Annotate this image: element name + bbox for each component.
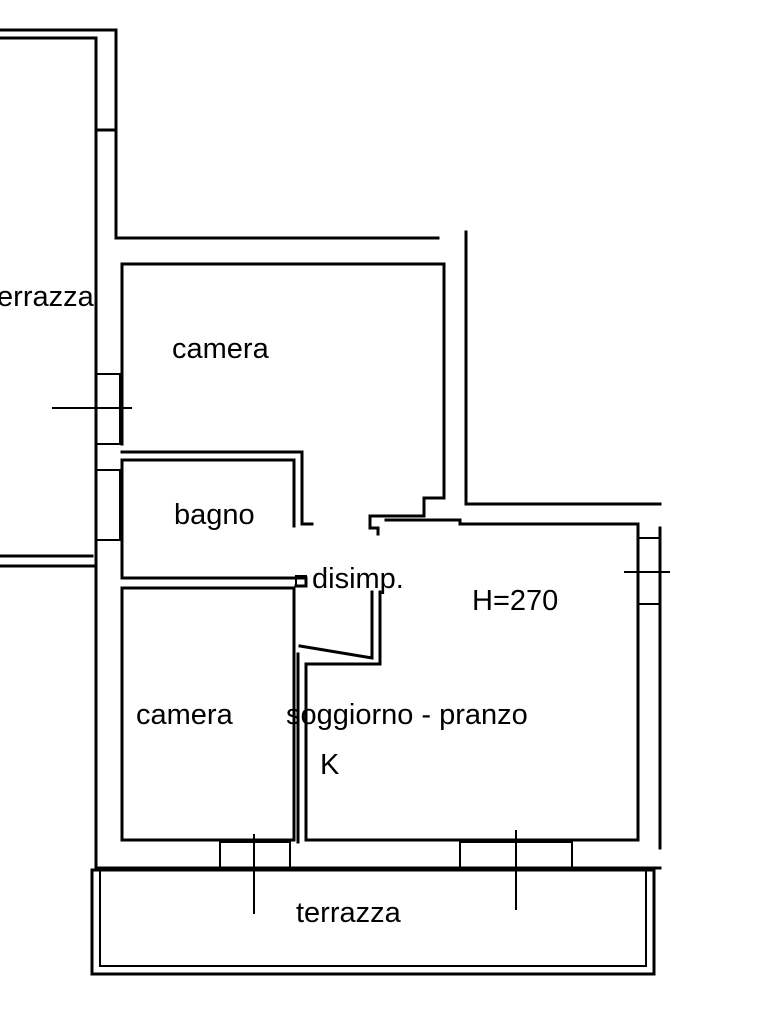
bathroom-walls — [120, 458, 308, 588]
room-label-living-dining: soggiorno - pranzo — [286, 699, 528, 731]
room-label-bedroom-bottom: camera — [136, 699, 234, 731]
right-window — [624, 537, 670, 605]
room-label-terrace-left: terrazza — [0, 281, 95, 313]
bottom-terrace-outline — [90, 868, 656, 976]
right-upper-wall — [384, 230, 662, 526]
left-window-upper — [52, 373, 132, 445]
left-window-lower — [95, 469, 121, 541]
left-exterior-wall — [94, 36, 118, 870]
room-label-bathroom: bagno — [174, 499, 255, 531]
room-label-hallway: disimp. — [312, 563, 404, 595]
ceiling-height-label: H=270 — [472, 585, 558, 617]
bottom-exterior-wall — [94, 830, 662, 914]
bedroom-bottom-walls — [120, 586, 296, 842]
living-dining-walls — [296, 522, 662, 850]
room-label-terrace-bottom: terrazza — [296, 897, 402, 929]
room-label-bedroom-top: camera — [172, 333, 270, 365]
bedroom-top-walls — [120, 262, 446, 536]
kitchen-marker: K — [320, 749, 340, 781]
